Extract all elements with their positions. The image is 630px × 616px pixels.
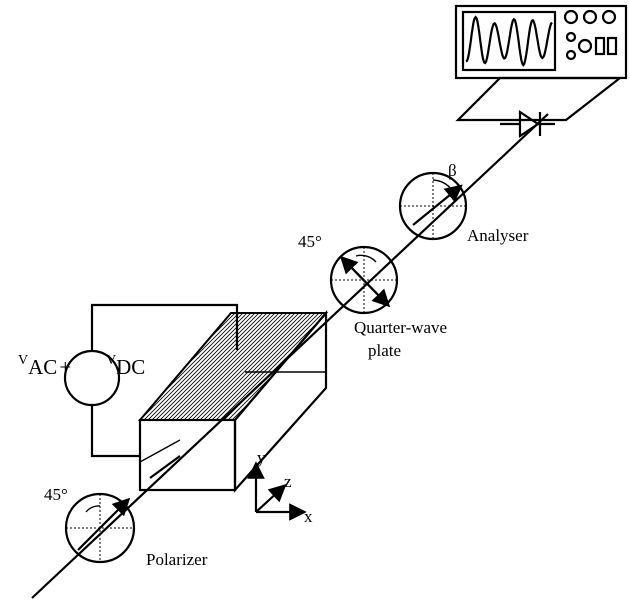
polarizer-angle-label: 45° [44,485,68,504]
crystal-top-electrode [137,312,329,421]
analyser-angle-label: β [448,161,457,180]
voltage-source-icon [63,349,121,407]
detector [455,76,624,139]
voltage-source-circuit: VAC+ VDC [18,303,239,458]
axis-y-label: y [257,448,266,467]
oscilloscope-waveform [465,15,553,67]
quarter-wave-label-line2: plate [368,341,401,360]
quarter-wave-label-line1: Quarter-wave [354,318,447,337]
electro-optic-crystal [137,310,329,493]
axis-z-label: z [284,472,292,491]
axis-x-label: x [304,507,313,526]
oscilloscope-icon [454,4,628,80]
analyser-label: Analyser [467,226,529,245]
analyser: β Analyser [398,161,529,245]
photodiode-icon [500,109,555,139]
coordinate-axes: x y z [247,448,313,526]
vac-label: VAC+ [18,353,71,379]
vdc-label: VDC [106,353,145,379]
polarizer: 45° Polarizer [44,485,208,569]
polarizer-label: Polarizer [146,550,208,569]
quarter-wave-angle-label: 45° [298,232,322,251]
quarter-wave-plate: 45° Quarter-wave plate [298,232,447,360]
